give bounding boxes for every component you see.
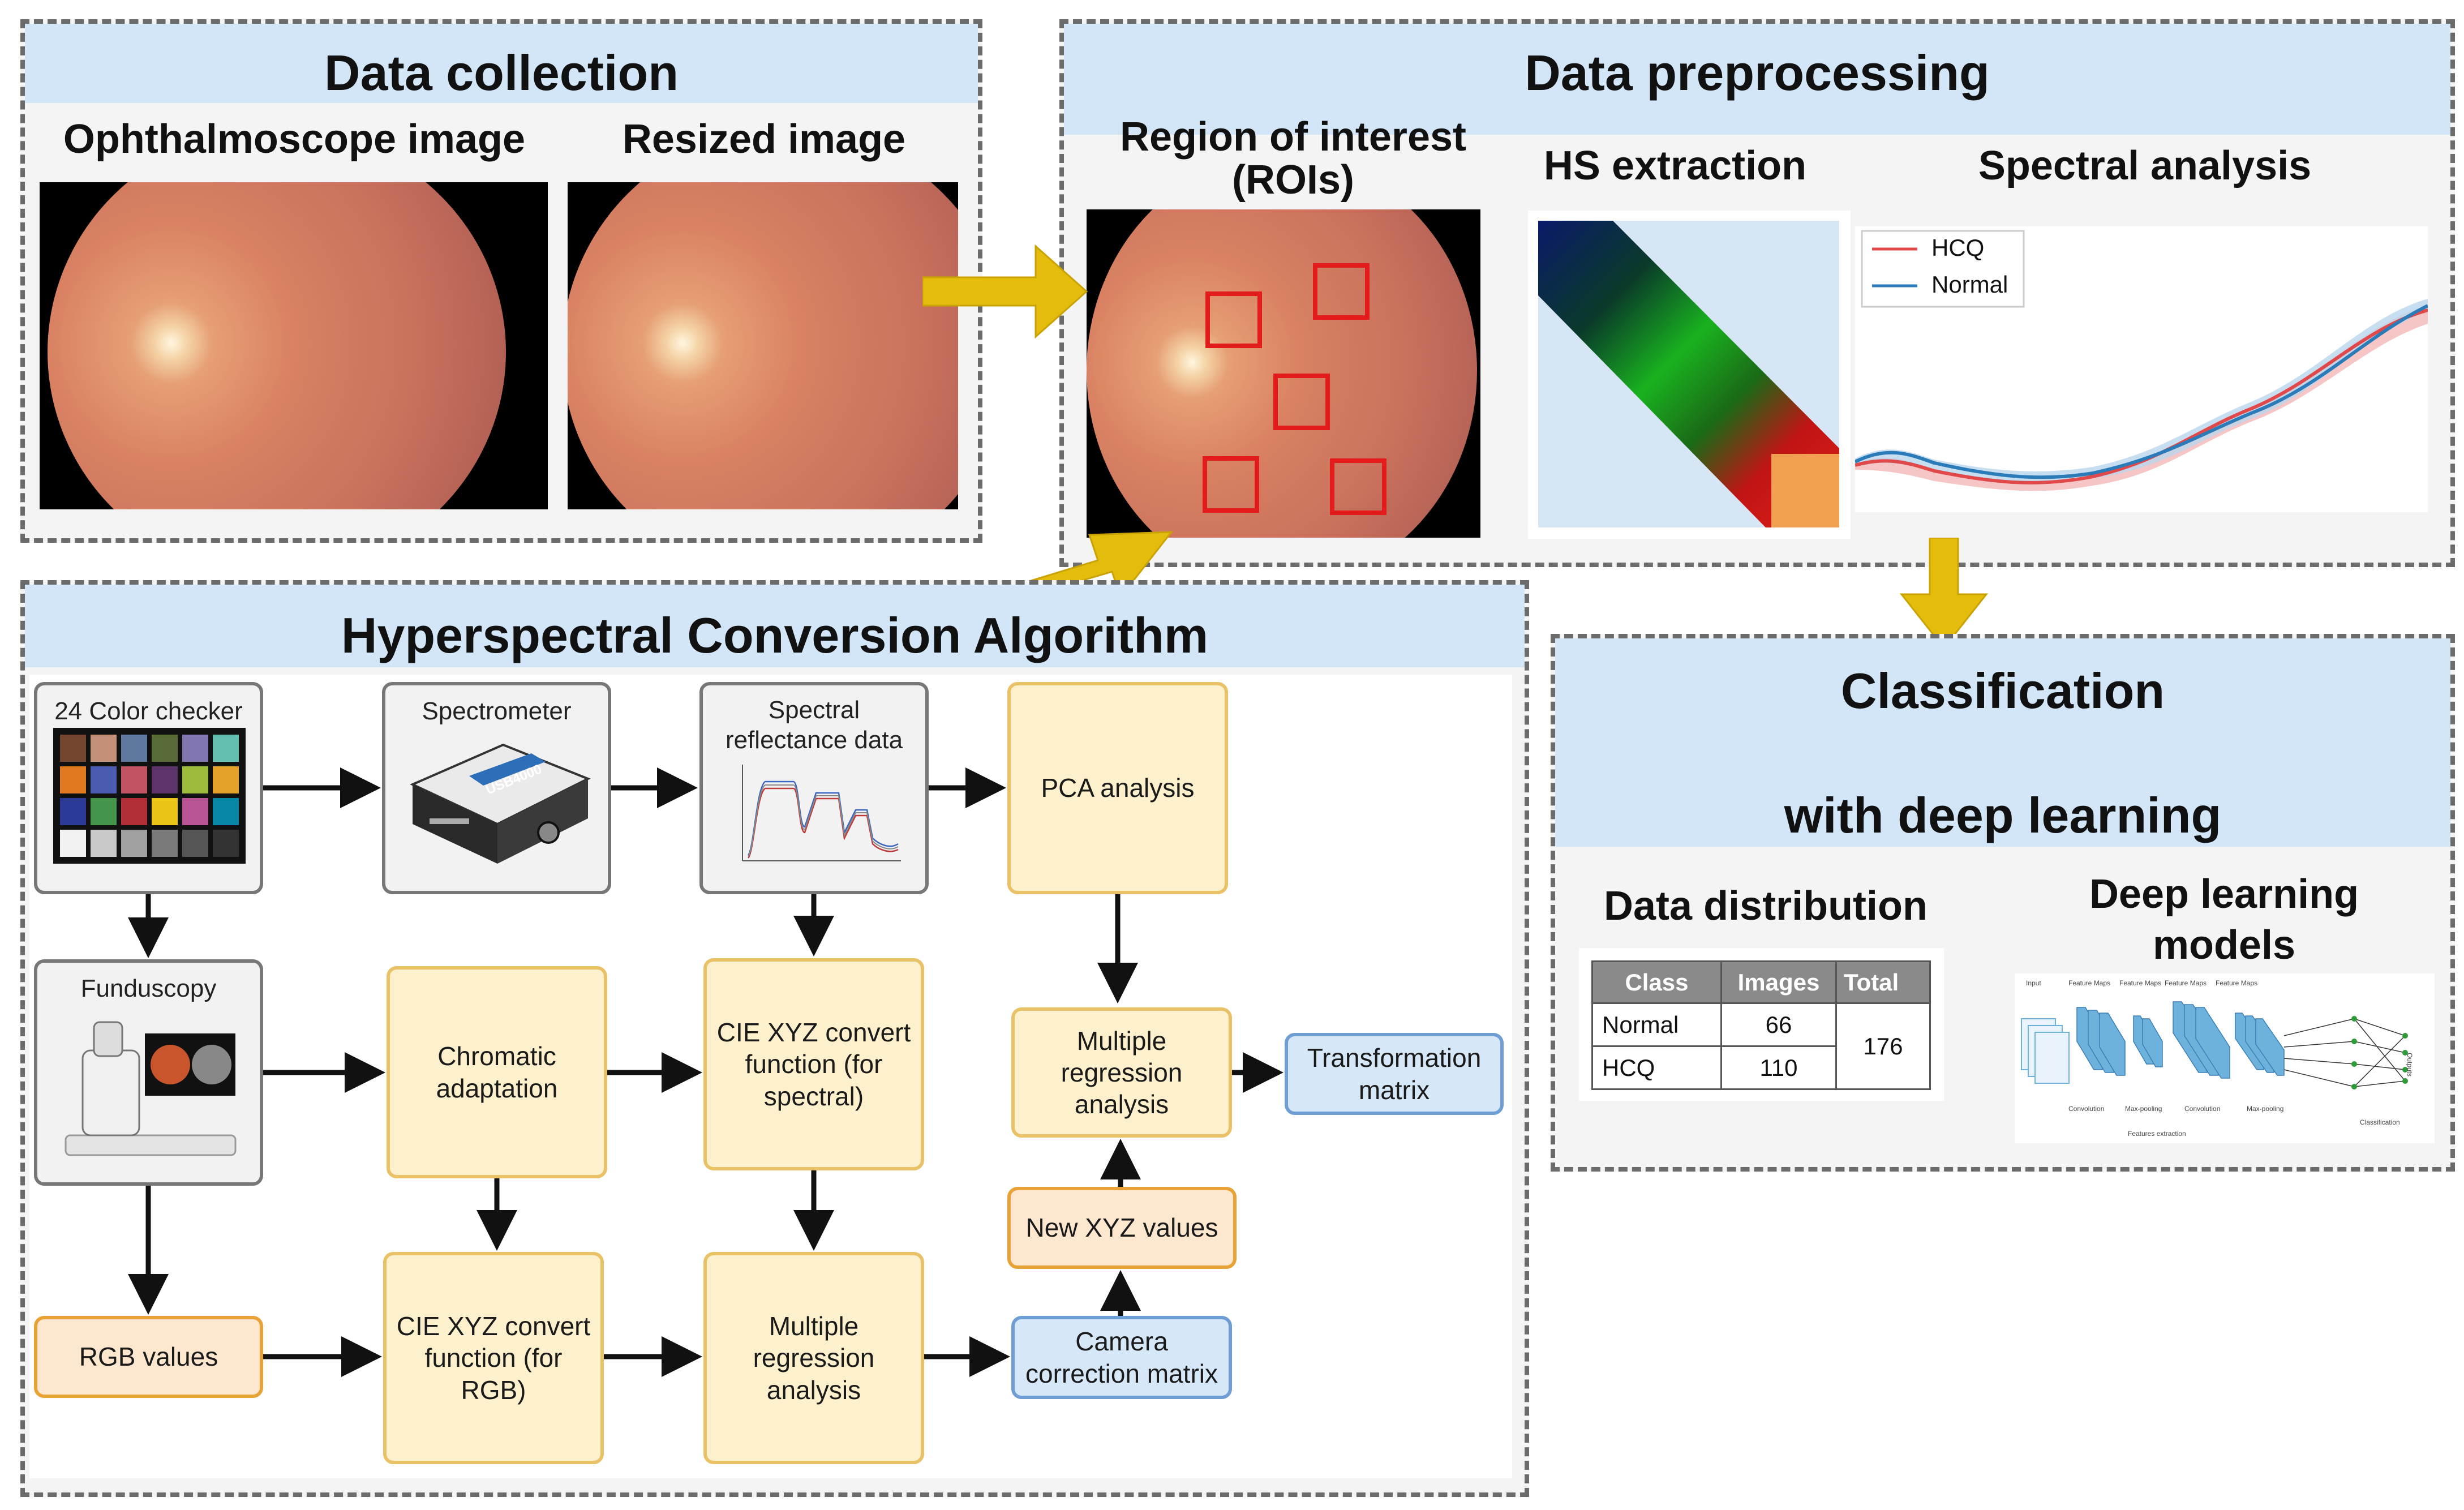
- spectrometer-label: Spectrometer: [422, 697, 572, 725]
- cnn-outputs-label: Outputs: [2406, 1053, 2414, 1077]
- spectral-reflectance-box: Spectral reflectance data: [699, 682, 929, 894]
- ophthalmoscope-image: [40, 182, 548, 509]
- roi-image: [1087, 209, 1480, 538]
- spectral-reflectance-label: Spectral reflectance data: [725, 696, 903, 754]
- multiple-regression-top-box: Multiple regression analysis: [1011, 1007, 1232, 1138]
- legend-normal-label: Normal: [1931, 271, 2008, 298]
- ophthalmoscope-label: Ophthalmoscope image: [63, 117, 526, 162]
- legend-hcq-label: HCQ: [1931, 234, 1985, 261]
- data-preprocessing-title: Data preprocessing: [1525, 45, 1990, 101]
- color-checker-chart: [53, 728, 246, 864]
- cnn-label-input: Input: [2026, 979, 2041, 987]
- spectral-analysis-label: Spectral analysis: [1978, 143, 2312, 188]
- multiple-regression-bottom-box: Multiple regression analysis: [703, 1252, 924, 1464]
- table-cell-total: 176: [1835, 1002, 1931, 1090]
- cnn-label-feature-maps: Feature Maps: [2119, 979, 2162, 987]
- color-checker-box: 24 Color checker: [34, 682, 263, 894]
- table-header-images: Images: [1720, 960, 1837, 1004]
- rgb-values-box: RGB values: [34, 1316, 263, 1398]
- classification-header: [1555, 638, 2450, 847]
- normal-series-line: [1854, 304, 2429, 479]
- classification-title-line2: with deep learning: [1784, 787, 2222, 843]
- data-collection-title: Data collection: [324, 45, 679, 101]
- roi-box: [1205, 291, 1262, 348]
- hs-extraction-image: [1528, 211, 1851, 539]
- color-checker-label: 24 Color checker: [54, 697, 243, 725]
- cnn-label-feature-maps: Feature Maps: [2068, 979, 2111, 987]
- spectral-analysis-chart: HCQ Normal: [1854, 226, 2429, 512]
- hs-extraction-label: HS extraction: [1543, 143, 1807, 188]
- classification-title-line1: Classification: [1840, 663, 2165, 719]
- table-cell-class: HCQ: [1591, 1045, 1722, 1090]
- data-distribution-table-wrap: Class Images Total Normal 66 176 HCQ 110: [1579, 948, 1944, 1101]
- data-distribution-label: Data distribution: [1604, 883, 1928, 929]
- data-distribution-table: Class Images Total Normal 66 176 HCQ 110: [1591, 960, 1931, 1090]
- funduscopy-label: Funduscopy: [80, 975, 217, 1002]
- data-preprocessing-header: [1064, 24, 2450, 135]
- cnn-features-extraction-label: Features extraction: [2128, 1130, 2186, 1138]
- spectral-reflectance-thumbnail: [742, 765, 901, 861]
- hcq-series-line: [1855, 308, 2428, 484]
- funduscopy-box: Funduscopy: [34, 959, 263, 1186]
- cnn-label-feature-maps: Feature Maps: [2165, 979, 2207, 987]
- algorithm-header: [25, 585, 1525, 667]
- roi-box: [1330, 458, 1386, 515]
- cnn-stage-max-pooling: Max-pooling: [2247, 1105, 2284, 1113]
- roi-label: Region of interest (ROIs): [1119, 116, 1467, 203]
- roi-box: [1313, 263, 1370, 320]
- deep-learning-models-label: Deep learning models: [2089, 872, 2359, 968]
- roi-box: [1203, 456, 1259, 513]
- table-cell-class: Normal: [1591, 1002, 1722, 1047]
- chromatic-adaptation-box: Chromatic adaptation: [387, 966, 607, 1178]
- table-header-total: Total: [1835, 960, 1931, 1004]
- table-header-class: Class: [1591, 960, 1722, 1004]
- arrow-collection-to-roi: [922, 244, 1088, 339]
- algorithm-title: Hyperspectral Conversion Algorithm: [341, 607, 1209, 663]
- resized-label: Resized image: [622, 117, 906, 162]
- camera-correction-box: Camera correction matrix: [1011, 1316, 1232, 1399]
- cnn-stage-convolution: Convolution: [2068, 1105, 2105, 1113]
- cnn-label-feature-maps: Feature Maps: [2216, 979, 2258, 987]
- table-cell-images: 66: [1720, 1002, 1837, 1047]
- table-cell-images: 110: [1720, 1045, 1837, 1090]
- spectrometer-box: Spectrometer USB4000: [382, 682, 611, 894]
- cie-xyz-rgb-box: CIE XYZ convert function (for RGB): [383, 1252, 604, 1464]
- new-xyz-values-box: New XYZ values: [1007, 1187, 1237, 1269]
- resized-image: [568, 182, 958, 509]
- cnn-classification-label: Classification: [2360, 1118, 2400, 1126]
- pca-analysis-box: PCA analysis: [1007, 682, 1228, 894]
- roi-box: [1273, 374, 1330, 430]
- spectrometer-device-icon: [410, 743, 591, 864]
- cie-xyz-spectral-box: CIE XYZ convert function (for spectral): [703, 958, 924, 1170]
- transformation-matrix-box: Transformation matrix: [1285, 1033, 1504, 1115]
- cnn-stage-convolution: Convolution: [2184, 1105, 2221, 1113]
- data-collection-header: [25, 24, 978, 103]
- cnn-architecture-diagram: Input Feature Maps Feature Maps Feature …: [2015, 973, 2435, 1143]
- cnn-stage-max-pooling: Max-pooling: [2125, 1105, 2162, 1113]
- fundus-camera-icon: [65, 1021, 237, 1156]
- arrow-preprocessing-to-classification: [1899, 538, 1989, 650]
